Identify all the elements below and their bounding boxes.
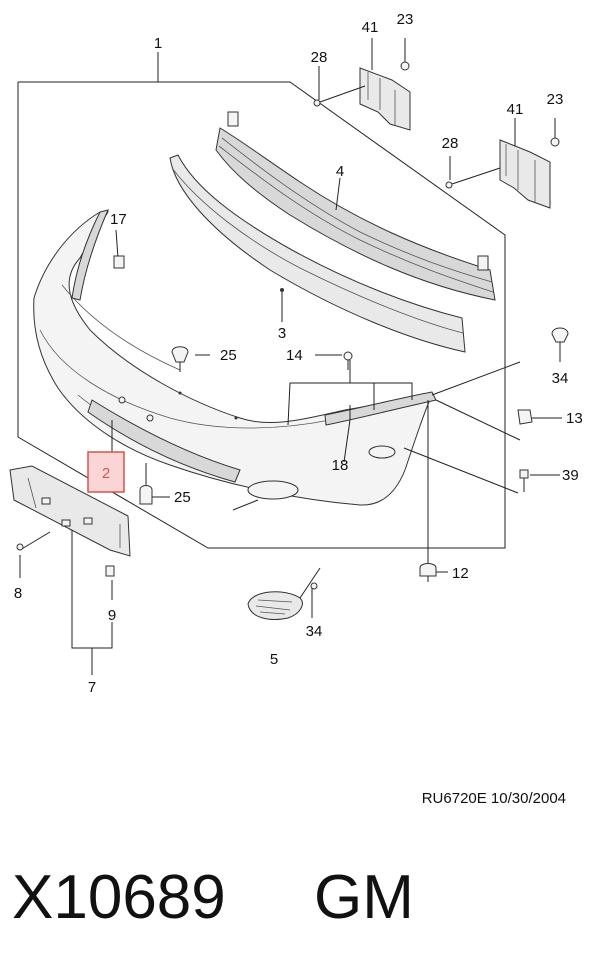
callout-41-upper: 41: [362, 19, 379, 36]
callout-8: 8: [14, 585, 22, 602]
callout-34-lower: 34: [306, 623, 323, 640]
callout-23-lower: 23: [547, 91, 564, 108]
license-plate-bracket: [9, 465, 131, 557]
callout-39: 39: [562, 467, 579, 484]
assembly-outline-1: [17, 52, 506, 549]
part-number: X10689: [12, 863, 226, 932]
fog-lamp-cover: [247, 591, 303, 620]
callout-7: 7: [88, 679, 96, 696]
callout-25-lower: 25: [174, 489, 191, 506]
callout-1: 1: [154, 35, 162, 52]
callout-25-upper: 25: [220, 347, 237, 364]
mounting-bracket-41-upper: [313, 38, 411, 131]
callout-2: 2: [102, 465, 110, 482]
callout-3: 3: [278, 325, 286, 342]
leader-lines: [19, 66, 562, 675]
drawing-reference: RU6720E 10/30/2004: [422, 790, 566, 807]
mounting-bracket-41-lower: [445, 118, 560, 209]
highlight-callout-2[interactable]: 2: [87, 451, 125, 493]
callout-5: 5: [270, 651, 278, 668]
callout-labels: 1 3 4 5 7 8 9 12 13 14 17 18 23 23 25 25…: [14, 11, 583, 696]
highlight-box: [87, 451, 125, 493]
callout-14: 14: [286, 347, 303, 364]
callout-12: 12: [452, 565, 469, 582]
callout-23-upper: 23: [397, 11, 414, 28]
callout-28-upper: 28: [311, 49, 328, 66]
callout-34-right: 34: [552, 370, 569, 387]
bumper-fascia: [33, 209, 433, 506]
callout-13: 13: [566, 410, 583, 427]
callout-41-lower: 41: [507, 101, 524, 118]
brand-label: GM: [314, 863, 414, 932]
energy-absorber: [169, 154, 466, 353]
callout-9: 9: [108, 607, 116, 624]
callout-28-lower: 28: [442, 135, 459, 152]
callout-18: 18: [332, 457, 349, 474]
callout-17: 17: [110, 211, 127, 228]
fasteners: [16, 255, 569, 590]
callout-4: 4: [336, 163, 344, 180]
bumper-reinforcement-beam: [215, 111, 496, 301]
